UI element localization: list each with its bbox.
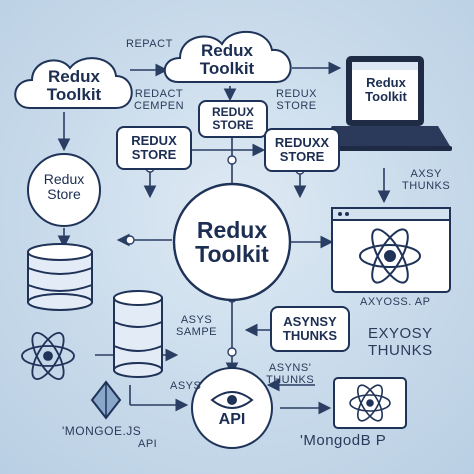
laptop-screen-label: Redux Toolkit [365, 75, 407, 104]
cloud-top-shape [163, 30, 292, 83]
mongodb-window-icon [333, 377, 407, 429]
database-left-icon [27, 243, 93, 311]
label-axsy-thunks: AXSY THUNKS [402, 168, 451, 193]
label-mongodbp: 'MongodB P [300, 432, 387, 449]
label-axyoss-ap: AXYOSS. AP [360, 296, 431, 308]
box-store-right-label: REDUXX STORE [274, 135, 330, 164]
dot-6 [227, 347, 237, 357]
cloud-left-label: Redux Toolkit [46, 67, 102, 104]
eye-icon [210, 391, 254, 409]
cloud-top-label: Redux Toolkit [199, 41, 255, 78]
mongodb-diamond-icon [90, 380, 122, 420]
atom-left-icon [21, 332, 75, 380]
circle-center-label: Redux Toolkit [195, 217, 269, 268]
react-window-icon [331, 207, 451, 293]
react-atom-icon [359, 228, 421, 284]
database-mid-icon [113, 290, 163, 378]
laptop-icon [318, 56, 452, 151]
label-mongoejs: 'MONGOE.JS [62, 424, 142, 438]
box-async-label: ASYNSY THUNKS [282, 314, 338, 343]
dot-2 [227, 155, 237, 165]
label-exyosy-thunks: EXYOSY THUNKS [368, 325, 433, 359]
label-asys: ASYS [170, 380, 202, 392]
label-asys-sampe: ASYS SAMPE [176, 314, 218, 339]
box-store-small: REDUX STORE [198, 100, 268, 138]
box-store-right: REDUXX STORE [264, 128, 340, 172]
label-redux-store-caps: REDUX STORE [276, 88, 318, 113]
circle-left-shape [27, 153, 101, 227]
api-circle-label: API [218, 411, 246, 428]
box-store-left: REDUX STORE [116, 126, 192, 170]
dot-4 [125, 235, 135, 245]
circle-left-label: Redux Store [43, 171, 85, 202]
connector-dots [125, 155, 305, 357]
label-redact-cempen: REDACT CEMPEN [134, 88, 185, 113]
circle-center-shape [172, 182, 292, 302]
box-async: ASYNSY THUNKS [270, 306, 350, 352]
box-store-left-label: REDUX STORE [131, 133, 177, 162]
label-asyns-thunks: ASYNS' THUNKS [266, 362, 315, 387]
label-react: REPACT [126, 38, 173, 50]
label-api-small: API [138, 438, 158, 450]
box-store-small-label: REDUX STORE [211, 105, 254, 132]
cloud-left-shape [14, 57, 133, 109]
